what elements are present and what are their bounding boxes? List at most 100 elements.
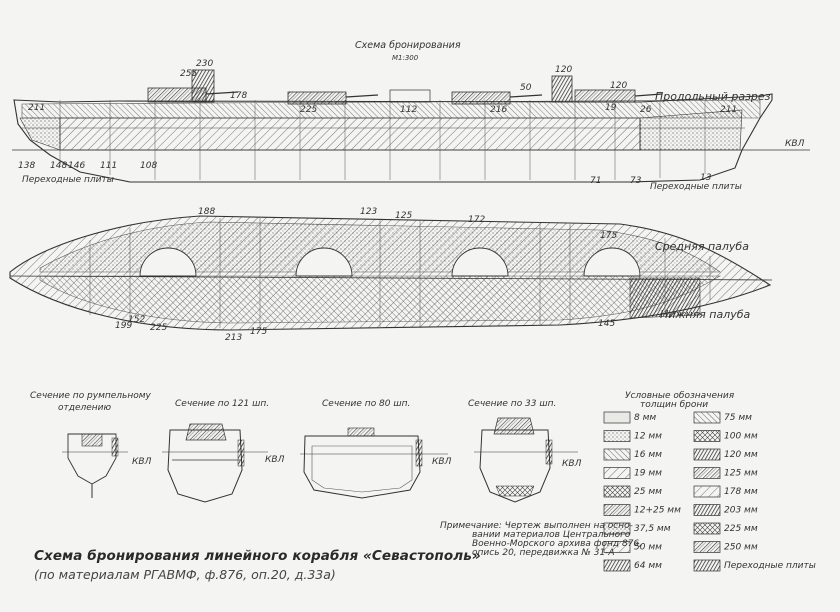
legend-label: 37,5 мм bbox=[634, 524, 671, 534]
svg-text:178: 178 bbox=[230, 91, 247, 101]
profile-section: Схема бронирования М1:300 bbox=[12, 40, 810, 192]
legend-swatch bbox=[603, 467, 631, 479]
barbette-4 bbox=[583, 247, 641, 277]
figure-caption: Схема бронирования линейного корабля «Се… bbox=[34, 548, 594, 582]
section-4-waterline-label: КВЛ bbox=[562, 459, 582, 469]
svg-text:216: 216 bbox=[490, 105, 507, 115]
legend-label: 250 мм bbox=[724, 543, 758, 553]
svg-text:145: 145 bbox=[598, 319, 615, 329]
legend-swatch bbox=[693, 467, 721, 479]
legend-label: 16 мм bbox=[634, 450, 662, 460]
svg-text:225: 225 bbox=[150, 323, 167, 333]
profile-conning-tower-fwd bbox=[551, 75, 573, 103]
legend-swatch bbox=[693, 504, 721, 516]
barbette-3 bbox=[451, 247, 509, 277]
profile-main-belt bbox=[59, 117, 641, 151]
legend-swatch bbox=[603, 485, 631, 498]
section-1-belt bbox=[111, 437, 119, 457]
svg-text:111: 111 bbox=[100, 161, 117, 171]
legend-swatch bbox=[603, 430, 631, 442]
legend-title-1: Условные обозначения bbox=[625, 391, 735, 401]
svg-text:148: 148 bbox=[50, 161, 67, 171]
svg-text:230: 230 bbox=[196, 59, 213, 69]
legend-swatch bbox=[693, 541, 721, 553]
section-4-bottom bbox=[495, 485, 535, 497]
section-3-waterline-label: КВЛ bbox=[432, 457, 452, 467]
legend-label: 178 мм bbox=[724, 487, 758, 497]
svg-text:71: 71 bbox=[590, 176, 601, 186]
section-frame-80: Сечение по 80 шп. КВЛ bbox=[300, 399, 452, 499]
legend-label: 125 мм bbox=[724, 469, 758, 479]
legend-label: 120 мм bbox=[724, 450, 758, 460]
legend-label: 8 мм bbox=[634, 413, 656, 423]
profile-bulkhead-right: Переходные плиты bbox=[650, 182, 742, 192]
middle-deck-label: Средняя палуба bbox=[655, 240, 749, 253]
legend-label: 19 мм bbox=[634, 469, 662, 479]
legend-title-2: толщин брони bbox=[640, 400, 708, 410]
profile-gun-barrels bbox=[205, 91, 663, 98]
note-line-4: опись 20, передвижка № 31-А bbox=[472, 548, 615, 558]
barbette-2 bbox=[295, 247, 353, 277]
deck-thickness-numbers: 188 175 123 125 172 152 199 225 175 213 … bbox=[115, 207, 617, 343]
profile-thickness-numbers: 211 255 230 178 120 225 112 216 50 120 1… bbox=[18, 59, 737, 186]
svg-text:213: 213 bbox=[225, 333, 242, 343]
svg-text:152: 152 bbox=[128, 315, 145, 325]
section-2-waterline-label: КВЛ bbox=[265, 455, 285, 465]
legend-swatch bbox=[693, 411, 721, 424]
scheme-scale: М1:300 bbox=[392, 54, 419, 62]
profile-frame-lines bbox=[59, 100, 706, 180]
note-line-1: Примечание: Чертеж выполнен на осно- bbox=[440, 521, 633, 531]
legend-swatch bbox=[603, 411, 631, 424]
legend-label: 50 мм bbox=[634, 543, 662, 553]
section-1-title-1: Сечение по румпельному bbox=[30, 391, 152, 401]
profile-waterline-label: КВЛ bbox=[785, 139, 805, 149]
profile-label: Продольный разрез bbox=[655, 90, 771, 103]
svg-text:112: 112 bbox=[400, 105, 417, 115]
legend-label: 75 мм bbox=[724, 413, 752, 423]
section-frame-33: Сечение по 33 шп. КВЛ bbox=[468, 399, 582, 503]
legend-swatch bbox=[693, 448, 721, 461]
svg-text:255: 255 bbox=[180, 69, 197, 79]
section-3-top-armor bbox=[347, 427, 375, 437]
profile-funnel bbox=[389, 89, 431, 103]
svg-text:19: 19 bbox=[605, 103, 617, 113]
section-3-title: Сечение по 80 шп. bbox=[322, 399, 410, 409]
deck-centerline bbox=[9, 275, 773, 281]
section-steering: Сечение по румпельному отделению КВЛ bbox=[30, 391, 152, 498]
svg-text:211: 211 bbox=[28, 103, 45, 113]
section-1-title-2: отделению bbox=[58, 403, 112, 413]
svg-text:50: 50 bbox=[520, 83, 532, 93]
lower-deck-label: Нижняя палуба bbox=[660, 308, 751, 321]
section-3-inner bbox=[311, 445, 413, 493]
deck-plan-frames bbox=[89, 218, 711, 328]
legend-swatch bbox=[603, 504, 631, 516]
section-1-waterline-label: КВЛ bbox=[132, 457, 152, 467]
barbette-1 bbox=[139, 247, 197, 277]
svg-text:172: 172 bbox=[468, 215, 485, 225]
caption-subtitle: (по материалам РГАВМФ, ф.876, оп.20, д.3… bbox=[34, 567, 336, 582]
legend-label: Переходные плиты bbox=[724, 561, 816, 571]
section-2-hull bbox=[167, 429, 243, 503]
section-4-barbette bbox=[493, 417, 535, 435]
legend-swatch bbox=[603, 448, 631, 461]
legend-swatch bbox=[693, 559, 721, 572]
profile-bulkhead-left: Переходные плиты bbox=[22, 175, 114, 185]
legend-label: 225 мм bbox=[724, 524, 758, 534]
legend-label: 64 мм bbox=[634, 561, 662, 571]
legend-swatch bbox=[603, 559, 631, 572]
profile-turret-3 bbox=[451, 91, 511, 105]
svg-text:199: 199 bbox=[115, 321, 132, 331]
section-2-title: Сечение по 121 шп. bbox=[175, 399, 269, 409]
note-line-3: Военно-Морского архива фонд 876, bbox=[472, 539, 642, 549]
legend-swatch bbox=[693, 485, 721, 498]
caption-title: Схема бронирования линейного корабля «Се… bbox=[34, 548, 481, 564]
scheme-title: Схема бронирования bbox=[355, 40, 461, 51]
svg-text:211: 211 bbox=[720, 105, 737, 115]
svg-text:13: 13 bbox=[700, 173, 712, 183]
legend-swatch bbox=[603, 522, 631, 535]
legend-swatch bbox=[603, 541, 631, 553]
svg-text:73: 73 bbox=[630, 176, 642, 186]
section-frame-121: Сечение по 121 шп. КВЛ bbox=[162, 399, 285, 503]
